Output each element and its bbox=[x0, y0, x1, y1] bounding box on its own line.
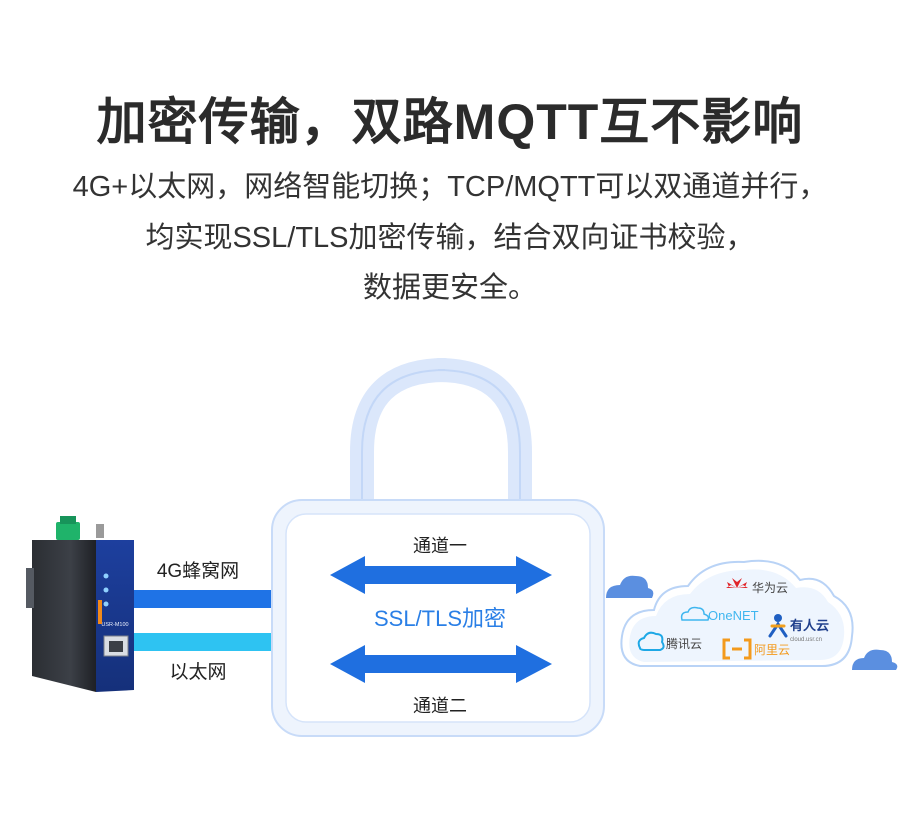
channel-2-label: 通道二 bbox=[413, 696, 467, 716]
device-side bbox=[32, 540, 96, 692]
youren-cloud-logo: 有人云 cloud.usr.cn bbox=[768, 614, 829, 643]
tencent-cloud-logo: 腾讯云 bbox=[637, 631, 702, 651]
device-led-3 bbox=[103, 601, 109, 607]
onenet-label: OneNET bbox=[708, 608, 759, 623]
onenet-logo: OneNET bbox=[680, 606, 759, 623]
channel-1-arrow bbox=[330, 556, 552, 594]
tencent-icon bbox=[637, 631, 665, 651]
tencent-label: 腾讯云 bbox=[666, 636, 702, 651]
aliyun-logo: 阿里云 bbox=[722, 638, 790, 660]
channel-1-label: 通道一 bbox=[413, 536, 467, 556]
huawei-label: 华为云 bbox=[752, 581, 788, 595]
cellular-band bbox=[110, 590, 272, 608]
device-led-1 bbox=[103, 573, 109, 579]
onenet-icon bbox=[680, 606, 710, 621]
device-terminal-block bbox=[56, 522, 80, 540]
device-model: USR-M100 bbox=[101, 622, 128, 628]
device-handle-accent bbox=[98, 600, 102, 624]
youren-icon bbox=[774, 614, 782, 622]
huawei-cloud-logo: 华为云 bbox=[726, 578, 788, 595]
aliyun-icon bbox=[722, 638, 752, 660]
youren-sub-label: cloud.usr.cn bbox=[790, 637, 822, 643]
padlock-shackle bbox=[350, 358, 532, 510]
small-cloud-right bbox=[852, 649, 898, 670]
device-led-2 bbox=[103, 587, 109, 593]
ethernet-band bbox=[110, 633, 272, 651]
device-antenna-port bbox=[96, 524, 104, 538]
description-line-1: 4G+以太网，网络智能切换；TCP/MQTT可以双通道并行， bbox=[72, 171, 828, 203]
cellular-label: 4G蜂窝网 bbox=[157, 560, 239, 582]
huawei-icon bbox=[726, 578, 748, 588]
gateway-device: USR-M100 bbox=[26, 516, 134, 692]
youren-label: 有人云 bbox=[790, 618, 829, 633]
cloud-platforms: 华为云 OneNET 有人云 cloud.usr.cn 腾讯云 阿里云 bbox=[620, 559, 854, 667]
description-line-2: 均实现SSL/TLS加密传输，结合双向证书校验， bbox=[145, 222, 755, 254]
description-line-3: 数据更安全。 bbox=[362, 272, 537, 304]
ethernet-label: 以太网 bbox=[169, 661, 226, 683]
small-cloud-left bbox=[606, 575, 654, 598]
headline: 加密传输，双路MQTT互不影响 bbox=[96, 94, 804, 150]
encryption-label: SSL/TLS加密 bbox=[374, 606, 506, 631]
channel-2-arrow bbox=[330, 645, 552, 683]
aliyun-label: 阿里云 bbox=[754, 643, 790, 657]
